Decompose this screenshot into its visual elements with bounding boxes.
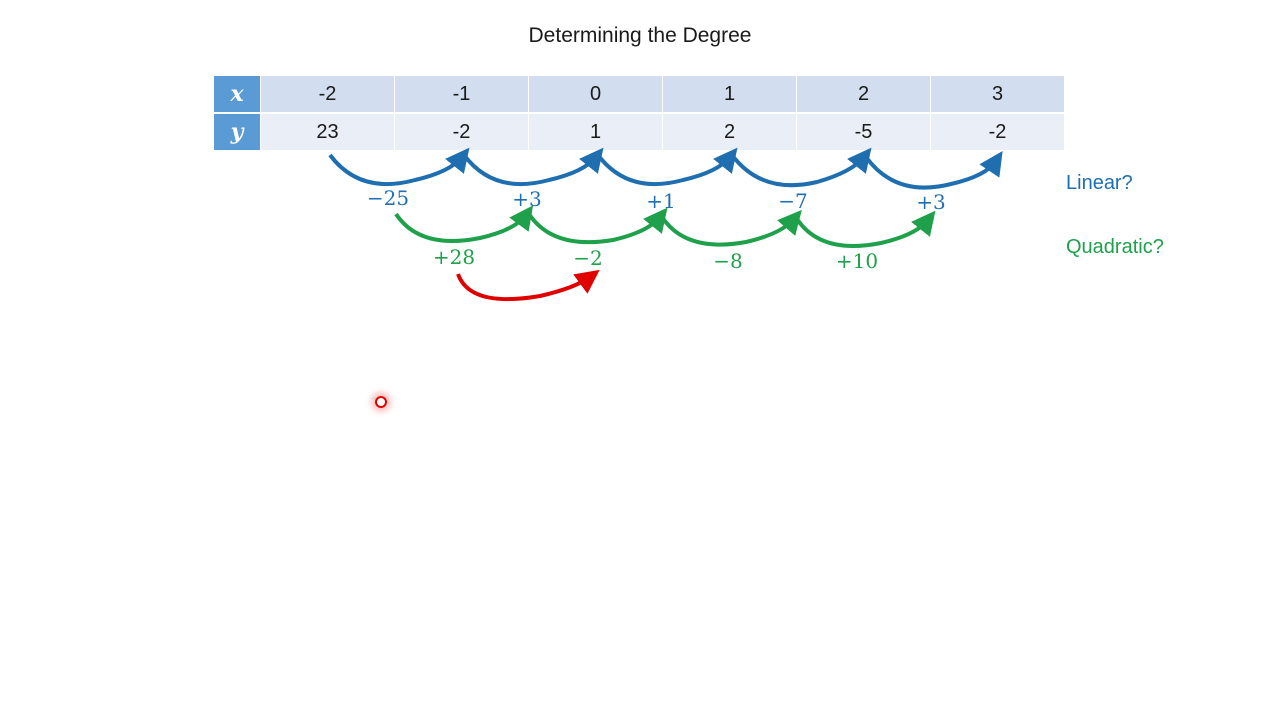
pointer-dot-icon [375,396,387,408]
second-diff-label: −8 [713,249,743,273]
x-header: x [214,76,261,114]
x-cell: -1 [395,76,529,114]
first-diff-label: +3 [916,190,946,214]
x-cell: 1 [663,76,797,114]
second-difference-arrows [394,205,936,248]
y-cell: 1 [529,114,663,152]
first-diff-label: +3 [512,187,542,211]
third-difference-arrow [456,269,600,302]
x-cell: -2 [261,76,395,114]
second-diff-label: +28 [432,245,476,269]
y-cell: -2 [931,114,1065,152]
first-diff-label: +1 [646,189,676,213]
x-cell: 2 [797,76,931,114]
slide-title: Determining the Degree [528,24,752,47]
x-cell: 3 [931,76,1065,114]
first-diff-label: −7 [778,189,808,213]
second-diff-label: −2 [573,246,603,270]
first-difference-arrows [328,147,1003,190]
second-diff-label: +10 [835,249,879,273]
table-row-x: x -2 -1 0 1 2 3 [214,76,1065,114]
y-header: y [214,114,261,152]
xy-table: x -2 -1 0 1 2 3 y 23 -2 1 2 -5 -2 [214,76,1065,152]
table-row-y: y 23 -2 1 2 -5 -2 [214,114,1065,152]
first-diff-label: −25 [366,186,410,210]
linear-label: Linear? [1066,172,1133,194]
quadratic-label: Quadratic? [1066,236,1164,258]
x-cell: 0 [529,76,663,114]
y-cell: 23 [261,114,395,152]
